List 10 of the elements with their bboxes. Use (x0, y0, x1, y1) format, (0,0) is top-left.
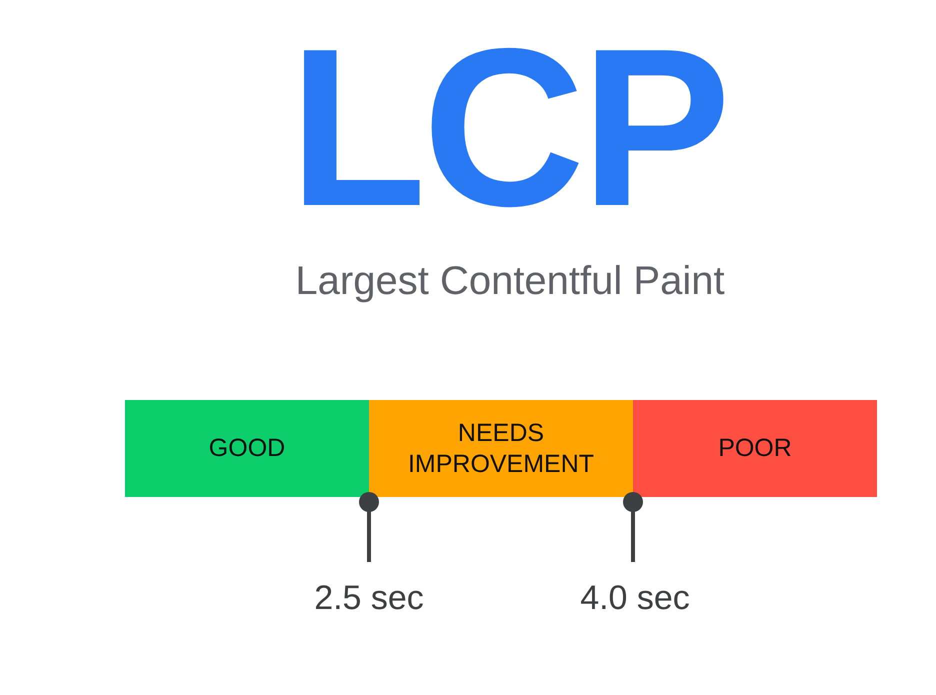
rating-segment (125, 400, 369, 497)
threshold-label: 2.5 sec (313, 578, 425, 618)
rating-segment (633, 400, 877, 497)
segment-label: NEEDS IMPROVEMENT (406, 418, 596, 480)
title-text: LCP (288, 12, 728, 242)
segment-label: POOR (718, 433, 792, 464)
threshold-label: 4.0 sec (579, 578, 691, 618)
subtitle-text: Largest Contentful Paint (294, 258, 726, 304)
rating-segment (369, 400, 633, 497)
segment-label: GOOD (208, 433, 286, 464)
